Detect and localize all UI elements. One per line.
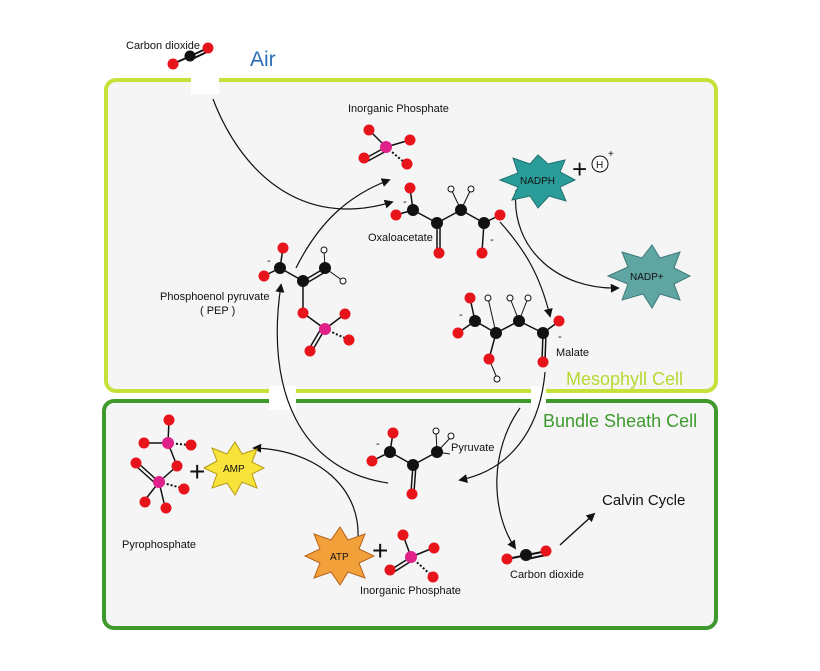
malate-label: Malate <box>556 347 589 359</box>
co2-to-calvin-arrow <box>559 512 596 546</box>
pyruvate-label: Pyruvate <box>451 442 494 454</box>
air-label: Air <box>250 48 276 71</box>
pyruvate-molecule <box>366 427 455 500</box>
co2-bundle-label: Carbon dioxide <box>510 569 584 581</box>
atp-to-amp-arrow <box>252 443 359 538</box>
nadph-label: NADPH <box>520 176 555 187</box>
oxaloacetate-charge-2: - <box>490 234 494 246</box>
malate-molecule <box>452 292 565 383</box>
atp-plus-sign: + <box>372 535 388 566</box>
mesophyll-label: Mesophyll Cell <box>566 369 683 389</box>
proton-h-label: H <box>596 160 603 171</box>
co2-bundle-molecule <box>501 545 552 565</box>
amp-label: AMP <box>223 464 245 475</box>
pyruvate-charge: - <box>376 438 380 450</box>
nadph-plus-sign: + <box>572 154 587 184</box>
oxaloacetate-to-malate-arrow <box>499 221 553 318</box>
nadp-label: NADP+ <box>630 272 664 283</box>
amp-burst <box>202 441 266 496</box>
pyrophosphate-molecule <box>130 414 197 514</box>
co2-air-label: Carbon dioxide <box>126 40 200 52</box>
pep-charge: - <box>267 255 271 267</box>
pyrophosphate-label: Pyrophosphate <box>122 539 196 551</box>
malate-to-pyruvate-arrow <box>458 371 546 483</box>
phosphate-bottom-label: Inorganic Phosphate <box>360 585 461 597</box>
pep-label-line1: Phosphoenol pyruvate <box>160 291 269 303</box>
nadph-to-nadp-arrow <box>514 189 620 293</box>
co2-air-molecule <box>167 42 214 70</box>
atp-burst <box>303 526 376 586</box>
mesophyll-cell-border <box>104 78 718 393</box>
proton-circle <box>591 155 609 173</box>
co2-uptake-arrow <box>212 98 394 210</box>
oxaloacetate-charge-1: - <box>403 196 407 208</box>
malate-to-co2-arrow <box>496 407 521 550</box>
nadp-burst <box>606 244 692 309</box>
air-channel-gap <box>191 70 219 94</box>
oxaloacetate-label: Oxaloacetate <box>368 232 433 244</box>
bundle-sheath-label: Bundle Sheath Cell <box>543 411 697 431</box>
pep-molecule <box>258 242 355 357</box>
atp-label: ATP <box>330 552 349 563</box>
pep-label-line2: ( PEP ) <box>200 305 235 317</box>
phosphate-top-molecule <box>358 124 416 170</box>
phosphate-bottom-molecule <box>384 529 440 583</box>
pyruvate-to-pep-arrow <box>275 283 389 484</box>
calvin-cycle-label: Calvin Cycle <box>602 492 685 509</box>
oxaloacetate-molecule <box>390 182 506 259</box>
phosphate-top-label: Inorganic Phosphate <box>348 103 449 115</box>
amp-plus-sign: + <box>189 456 205 487</box>
pep-channel-gap <box>269 386 296 410</box>
bundle-sheath-cell-border <box>102 399 718 630</box>
nadph-burst <box>498 154 577 209</box>
proton-charge-label: + <box>608 149 614 160</box>
malate-charge-2: - <box>558 331 562 343</box>
malate-charge-1: - <box>459 309 463 321</box>
pep-to-phosphate-arrow <box>295 178 391 269</box>
